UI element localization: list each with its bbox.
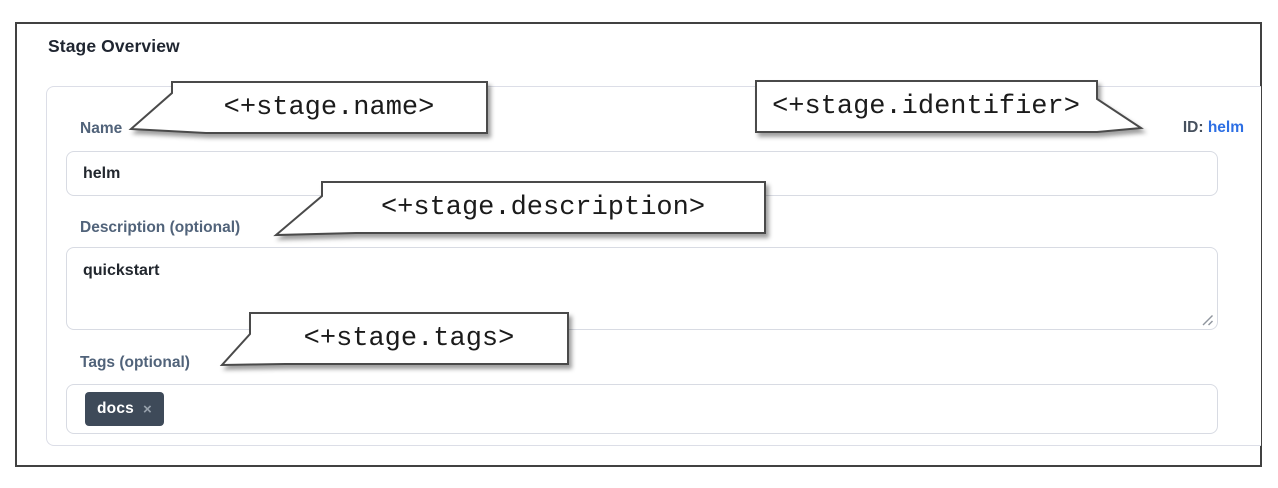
tag-chip: docs ×: [85, 392, 164, 426]
name-label: Name: [80, 120, 123, 137]
identifier-prefix-label: ID:: [1182, 119, 1204, 136]
tags-input[interactable]: docs ×: [66, 384, 1218, 434]
description-textarea[interactable]: quickstart: [66, 247, 1218, 330]
tag-remove-button[interactable]: ×: [142, 400, 152, 418]
identifier-value-link[interactable]: helm: [1207, 119, 1244, 136]
page-title: Stage Overview: [48, 36, 180, 56]
tags-label: Tags (optional): [80, 354, 190, 371]
description-label: Description (optional): [80, 219, 241, 236]
tag-chip-label: docs: [97, 400, 134, 417]
identifier-row: ID: helm: [1183, 119, 1244, 137]
name-input[interactable]: [66, 151, 1218, 196]
textarea-resize-handle-icon[interactable]: [1200, 313, 1214, 327]
